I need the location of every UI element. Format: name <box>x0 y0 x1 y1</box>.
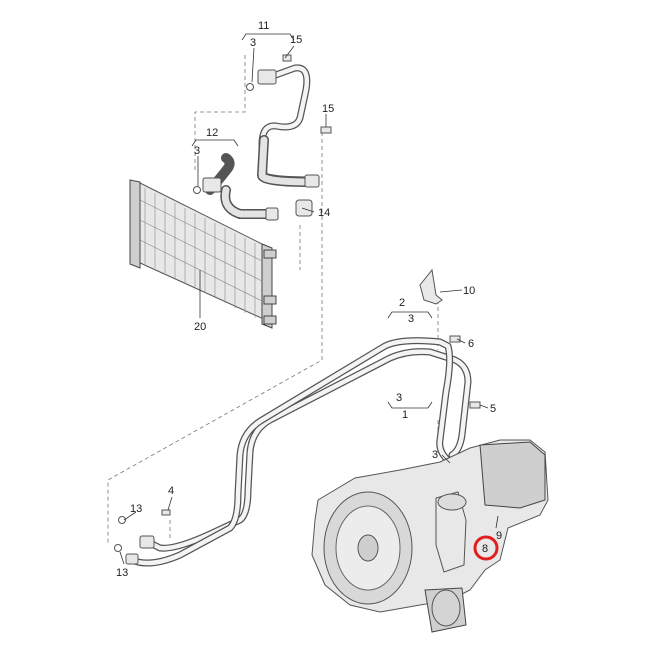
transmission-cooler-lines <box>114 268 503 567</box>
callout-20: 20 <box>194 321 206 333</box>
leaders <box>119 33 499 565</box>
callout-13-lower: 13 <box>116 567 128 579</box>
radiator <box>129 179 277 329</box>
callout-5: 5 <box>490 403 496 415</box>
callout-9: 9 <box>496 530 502 542</box>
callout-15-top: 15 <box>290 34 302 46</box>
gearbox <box>311 439 549 633</box>
callout-8: 8 <box>482 543 488 555</box>
callout-3-radiator: 3 <box>194 145 200 157</box>
highlight-ring <box>473 535 499 561</box>
callout-6: 6 <box>468 338 474 350</box>
callout-10: 10 <box>463 285 475 297</box>
callout-1: 1 <box>402 409 408 421</box>
callout-3-top: 3 <box>250 37 256 49</box>
callout-15-mid: 15 <box>322 103 334 115</box>
callout-11: 11 <box>258 20 269 32</box>
callout-12: 12 <box>206 127 218 139</box>
callouts: 11 3 15 15 12 3 14 20 10 2 3 6 3 1 5 3 4… <box>116 20 502 579</box>
callout-3-upper-bracket: 3 <box>408 313 414 325</box>
upper-cooler-hoses <box>193 54 332 221</box>
callout-14: 14 <box>318 207 330 219</box>
callout-3-lower-bracket: 3 <box>396 392 402 404</box>
callout-3-gearbox: 3 <box>432 449 438 461</box>
callout-13-upper: 13 <box>130 503 142 515</box>
callout-4: 4 <box>168 485 174 497</box>
callout-2: 2 <box>399 297 405 309</box>
